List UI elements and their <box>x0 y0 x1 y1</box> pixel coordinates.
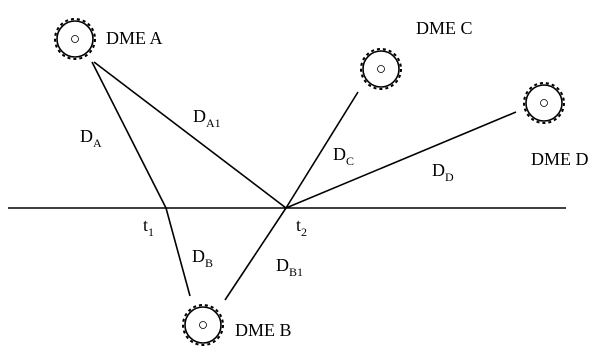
dme-d-label: DME D <box>531 149 589 169</box>
line-db1 <box>224 207 287 301</box>
distance-label-da: DA <box>80 126 102 150</box>
dme-b-label: DME B <box>235 320 292 340</box>
line-dc <box>285 91 359 209</box>
line-da1 <box>93 61 287 209</box>
dme-b-station-icon <box>182 304 224 346</box>
distance-label-da1: DA1 <box>193 106 221 130</box>
time-label-t2: t2 <box>296 215 307 239</box>
distance-label-dd: DD <box>432 160 454 184</box>
dme-c-label: DME C <box>416 18 473 38</box>
dme-a-station-icon <box>54 18 96 60</box>
line-db <box>165 207 191 297</box>
dme-c-station-icon <box>360 48 402 90</box>
time-label-t1: t1 <box>143 215 154 239</box>
dme-d-station-icon <box>523 82 565 124</box>
line-da <box>91 61 167 209</box>
distance-label-db: DB <box>192 246 213 270</box>
distance-label-db1: DB1 <box>276 255 303 279</box>
line-dd <box>285 111 517 209</box>
distance-label-dc: DC <box>333 144 354 168</box>
dme-a-label: DME A <box>106 28 163 48</box>
